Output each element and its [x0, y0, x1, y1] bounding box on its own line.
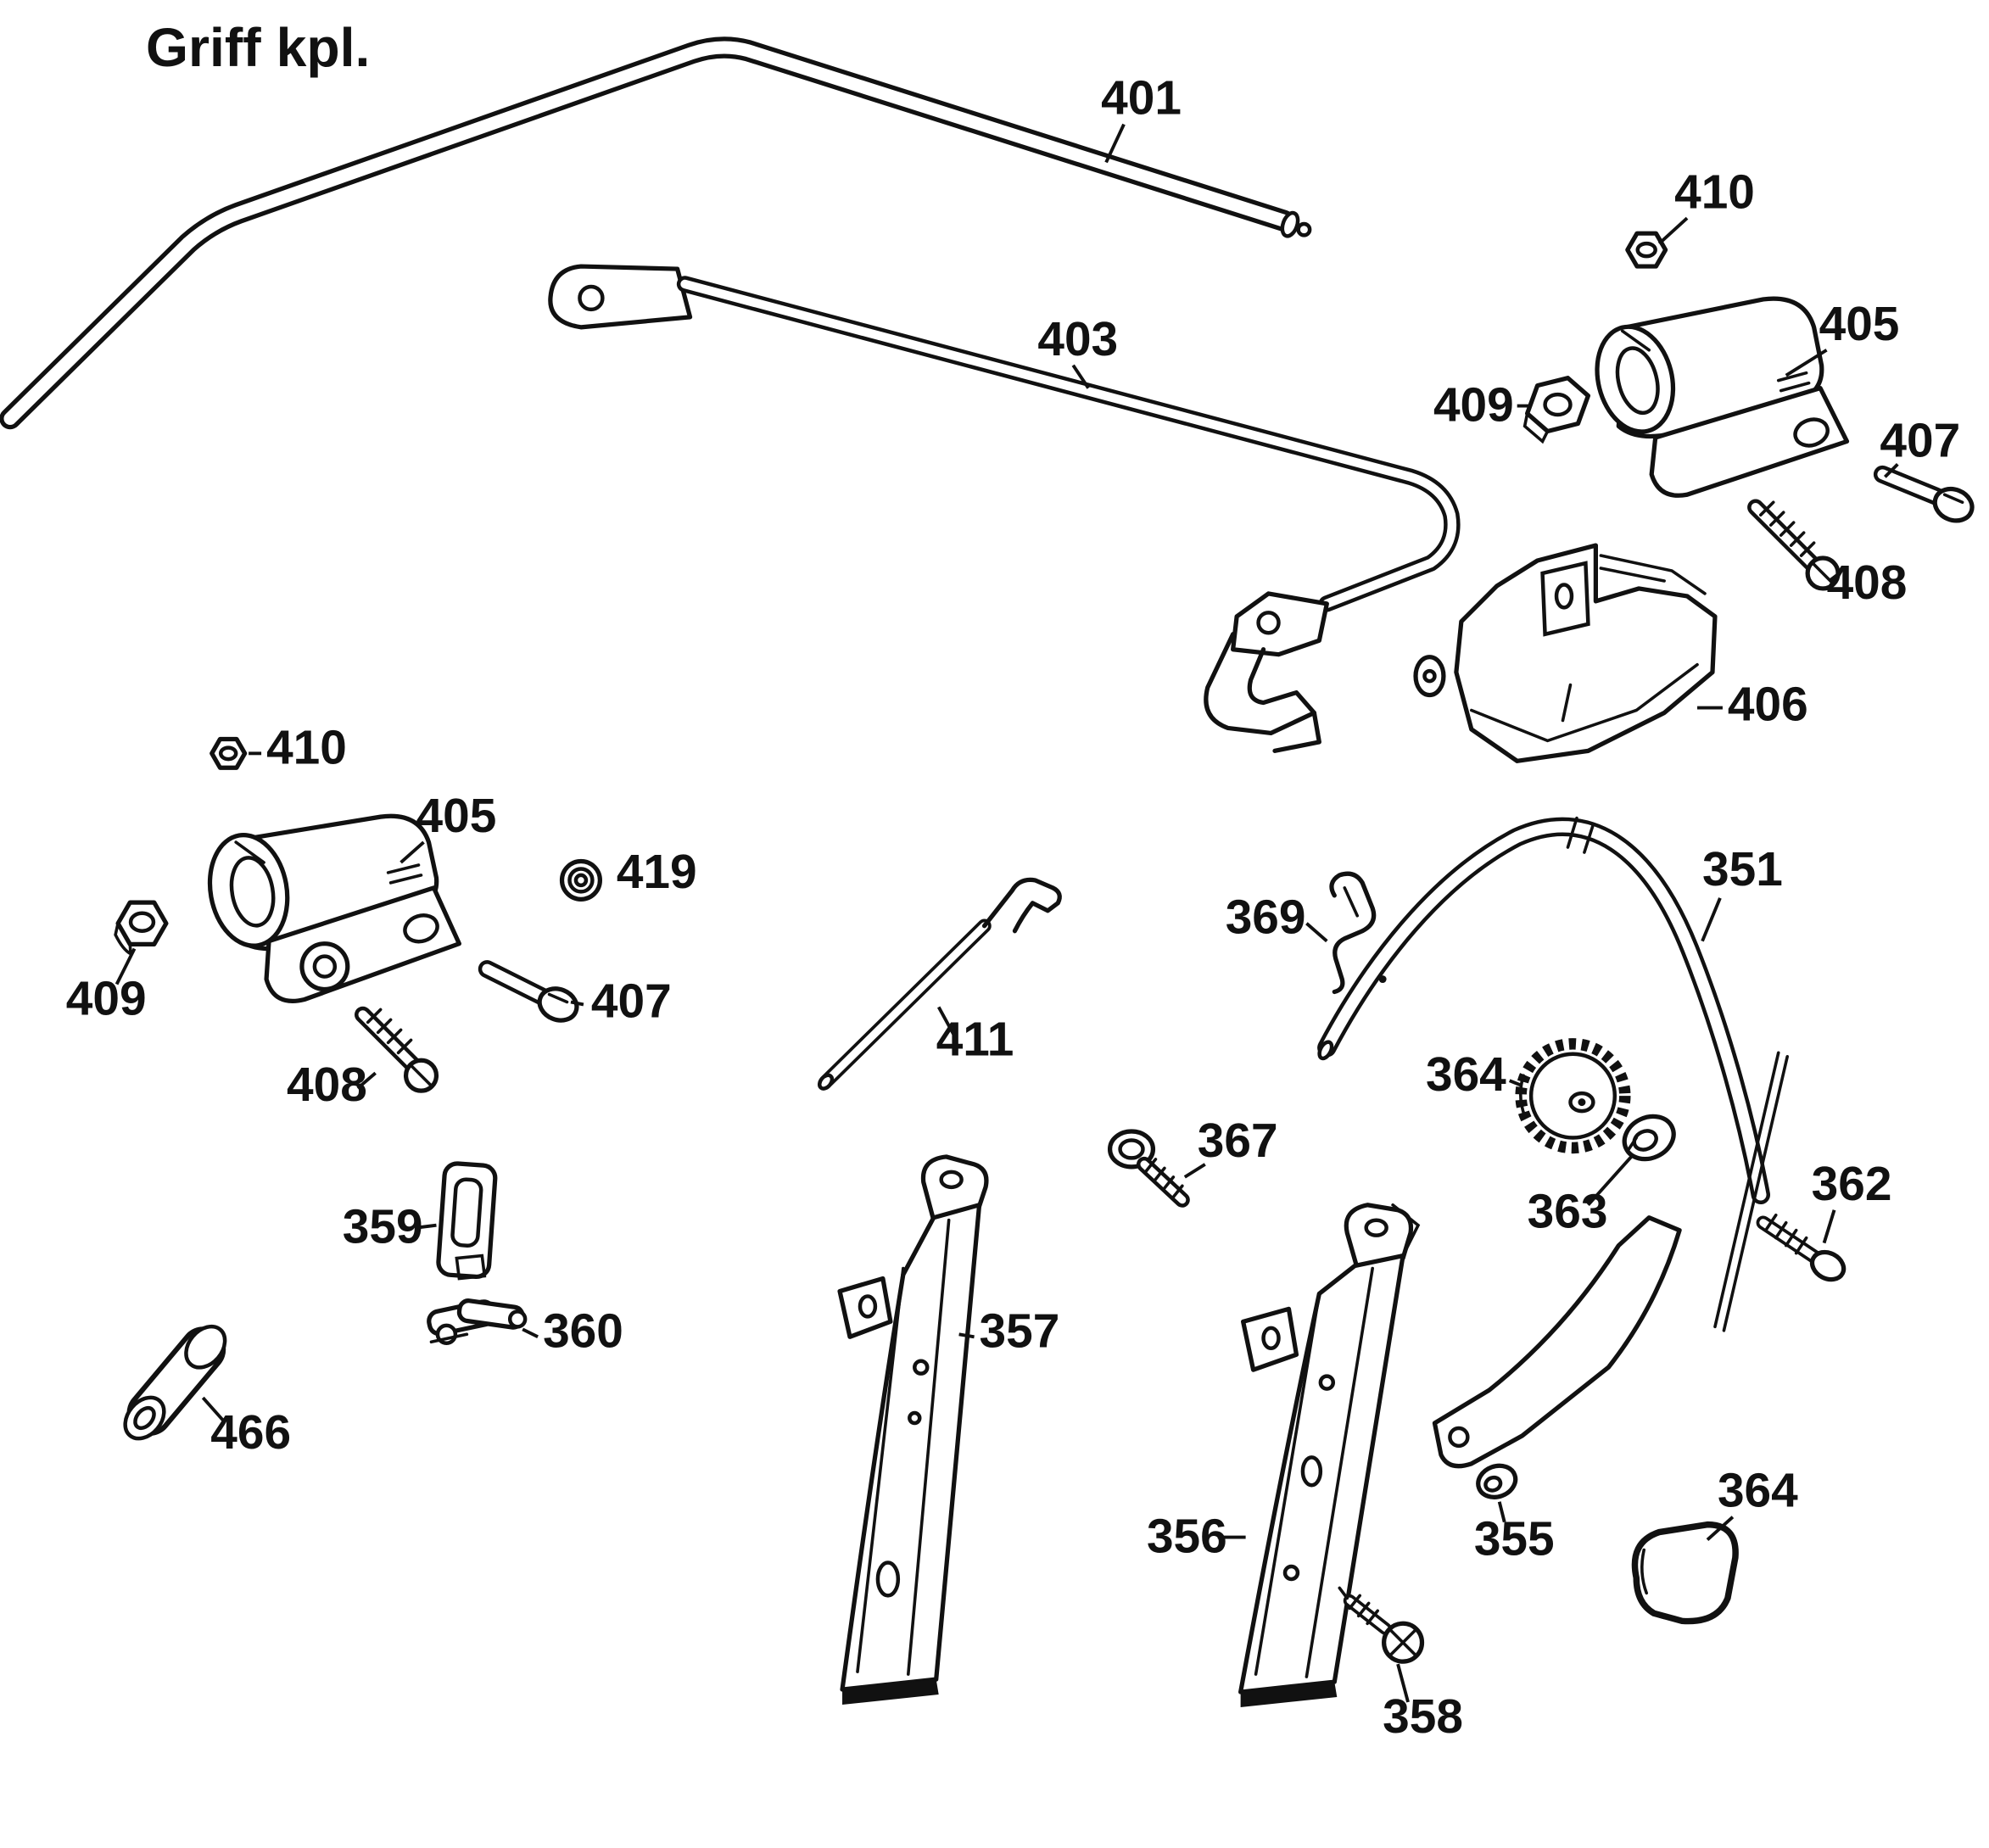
leader-line-360 [522, 1327, 539, 1339]
diagram-title: Griff kpl. [146, 17, 370, 78]
part-label-405-left: 405 [416, 790, 497, 843]
part-405-left-drawing [207, 813, 462, 1004]
leader-line-411 [936, 1006, 956, 1036]
part-label-408-top: 408 [1827, 556, 1908, 610]
part-410-top-drawing [1625, 231, 1668, 269]
leader-line-401 [1104, 123, 1126, 164]
leader-line-364-lower [1706, 1516, 1735, 1542]
part-407-top-drawing [1873, 465, 1975, 523]
part-label-357: 357 [980, 1304, 1060, 1358]
part-367-drawing [1107, 1129, 1190, 1208]
leader-line-357 [958, 1332, 975, 1339]
part-label-419: 419 [617, 846, 697, 899]
part-label-410-top: 410 [1674, 165, 1755, 219]
part-label-403: 403 [1037, 313, 1118, 366]
part-label-405-top: 405 [1819, 298, 1900, 351]
part-411-drawing [817, 877, 1062, 1091]
leader-line-369 [1305, 922, 1328, 943]
part-407-left-drawing [478, 960, 579, 1023]
part-label-364-upper: 364 [1426, 1048, 1506, 1102]
part-label-401: 401 [1101, 72, 1182, 126]
leader-line-359 [416, 1223, 437, 1230]
part-359-drawing [436, 1161, 498, 1281]
leader-line-355 [1497, 1501, 1506, 1523]
part-410-left-drawing [210, 736, 248, 770]
part-label-411: 411 [936, 1013, 1014, 1066]
part-label-364-lower: 364 [1718, 1465, 1798, 1518]
part-363-drawing [1622, 1114, 1676, 1162]
part-label-355: 355 [1474, 1513, 1555, 1566]
part-409-left-drawing [114, 900, 169, 957]
part-360-drawing [427, 1298, 528, 1346]
part-label-356: 356 [1147, 1510, 1227, 1564]
part-label-410-left: 410 [266, 721, 347, 774]
part-357-drawing [837, 1154, 989, 1706]
part-419-drawing [559, 858, 603, 902]
part-408-left-drawing [355, 1006, 439, 1093]
leader-line-410-top [1657, 216, 1689, 245]
part-label-409-top: 409 [1433, 379, 1514, 433]
leader-line-466 [201, 1396, 225, 1422]
leader-line-362 [1822, 1209, 1836, 1244]
leader-line-407-left [570, 1000, 584, 1007]
part-401-drawing [0, 36, 1312, 430]
part-label-408-left: 408 [287, 1058, 367, 1112]
part-351-drawing [1317, 816, 1790, 1469]
leader-line-367 [1183, 1163, 1206, 1179]
part-369-drawing [1329, 871, 1377, 995]
part-408-top-drawing [1747, 499, 1841, 591]
leader-line-358 [1396, 1663, 1410, 1703]
part-355-drawing [1476, 1463, 1518, 1499]
leader-line-405-left [399, 840, 425, 864]
part-label-359: 359 [343, 1201, 423, 1254]
part-label-363: 363 [1528, 1186, 1608, 1239]
part-406-drawing [1413, 543, 1718, 763]
leader-line-403 [1071, 364, 1090, 389]
leader-line-364-upper [1508, 1079, 1523, 1087]
part-label-358: 358 [1383, 1690, 1463, 1744]
part-405-top-drawing [1595, 296, 1850, 498]
leader-lines [115, 123, 1899, 1703]
leader-line-405-top [1785, 349, 1828, 377]
part-364-upper-drawing [1515, 1038, 1631, 1154]
part-356-drawing [1238, 1203, 1421, 1707]
part-label-369: 369 [1226, 891, 1306, 945]
part-403-drawing [548, 264, 1461, 753]
part-label-407-top: 407 [1880, 414, 1960, 467]
leader-line-408-top [1828, 572, 1841, 583]
part-label-409-left: 409 [66, 972, 147, 1025]
part-label-351: 351 [1702, 843, 1783, 896]
part-409-top-drawing [1522, 376, 1591, 444]
part-label-466: 466 [210, 1406, 291, 1460]
part-358-drawing [1338, 1586, 1425, 1664]
part-label-367: 367 [1198, 1114, 1278, 1168]
part-466-drawing [123, 1324, 227, 1441]
leader-line-363 [1586, 1155, 1633, 1207]
leader-line-408-left [356, 1071, 377, 1090]
part-label-407-left: 407 [591, 974, 672, 1028]
part-364-lower-drawing [1631, 1521, 1739, 1625]
part-label-406: 406 [1728, 678, 1808, 731]
part-label-360: 360 [543, 1304, 623, 1358]
leader-line-351 [1701, 897, 1722, 942]
part-label-362: 362 [1812, 1158, 1892, 1211]
part-362-drawing [1756, 1213, 1847, 1282]
leader-line-409-left [115, 947, 137, 985]
leader-line-407-top [1883, 462, 1899, 478]
